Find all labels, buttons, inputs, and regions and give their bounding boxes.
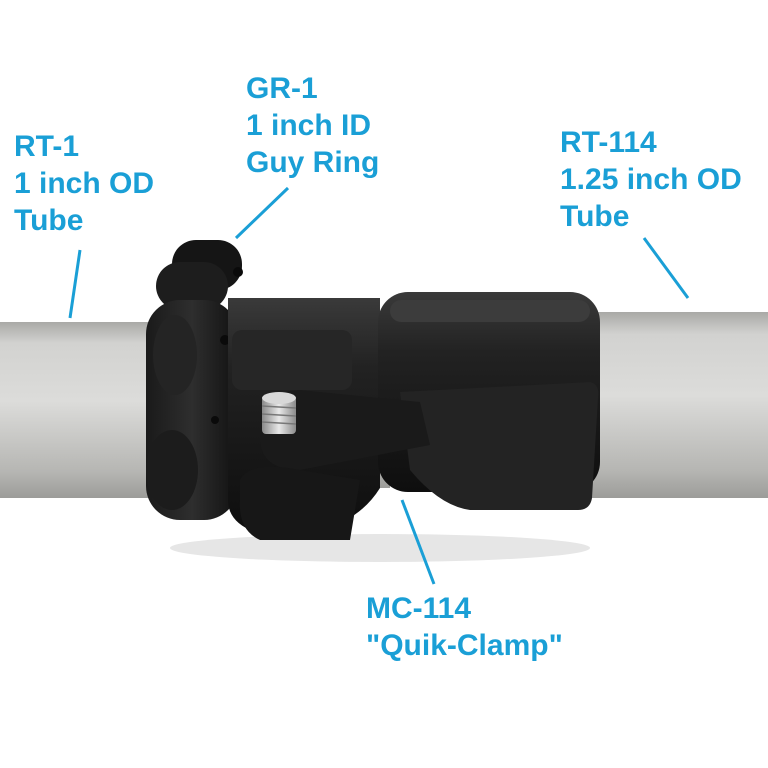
callout-mc114-line-1: MC-114: [366, 592, 472, 625]
callout-gr1-line-1: GR-1: [246, 72, 318, 105]
lever-pivot: [239, 466, 360, 540]
leader-line-gr1: [234, 186, 290, 240]
leader-line-rt1: [68, 249, 82, 319]
callout-mc114: MC-114 "Quik-Clamp": [366, 590, 563, 664]
clamp-collar: [232, 330, 352, 390]
callout-rt114-line-3: Tube: [560, 200, 630, 233]
callout-rt1-line-1: RT-1: [14, 130, 80, 163]
callout-mc114-line-2: "Quik-Clamp": [366, 629, 563, 662]
callout-rt114: RT-114 1.25 inch OD Tube: [560, 124, 742, 235]
callout-gr1: GR-1 1 inch ID Guy Ring: [246, 70, 379, 181]
callout-rt1-line-2: 1 inch OD: [14, 167, 155, 200]
callout-rt114-line-2: 1.25 inch OD: [560, 163, 742, 196]
guy-ring-gr1: [146, 240, 243, 520]
callout-rt114-line-1: RT-114: [560, 126, 657, 159]
callout-rt1: RT-1 1 inch OD Tube: [14, 128, 154, 239]
leader-line-rt114: [642, 237, 690, 299]
shadow: [170, 534, 590, 562]
leader-line-mc114: [400, 499, 436, 585]
callout-gr1-line-3: Guy Ring: [246, 146, 380, 179]
threaded-bolt: [261, 392, 297, 434]
clamp-lever: [400, 382, 599, 510]
lever-arm: [260, 390, 430, 470]
callout-rt1-line-3: Tube: [14, 204, 84, 237]
callout-gr1-line-2: 1 inch ID: [246, 109, 372, 142]
clamp-sleeve-highlight: [390, 300, 590, 322]
